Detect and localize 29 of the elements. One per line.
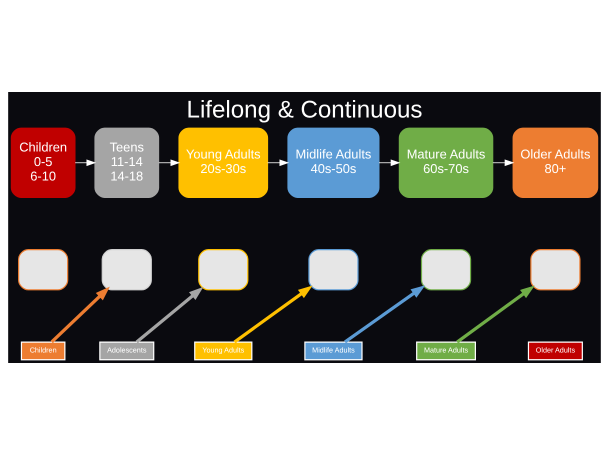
arrow (158, 158, 180, 166)
arrow (456, 285, 535, 343)
node-box (102, 248, 152, 290)
arrow (74, 158, 96, 166)
arrow (344, 284, 426, 343)
arrow (267, 158, 290, 166)
node-box: Older Adults (528, 340, 583, 360)
node-box (420, 248, 472, 290)
arrow (136, 286, 204, 343)
arrow (234, 285, 313, 343)
diagram-title: Lifelong & Continuous (186, 96, 422, 124)
node-box: Children 0-5 6-10 (10, 127, 76, 198)
arrow (50, 286, 110, 343)
node-box: Midlife Adults (304, 340, 363, 360)
node-box (530, 248, 581, 290)
node-box (308, 248, 359, 290)
arrow (492, 158, 514, 166)
node-box: Older Adults 80+ (512, 127, 598, 198)
node-box: Midlife Adults 40s-50s (287, 127, 380, 198)
node-box: Children (20, 340, 66, 360)
arrow (378, 158, 400, 166)
node-box: Young Adults 20s-30s (178, 127, 268, 198)
node-box: Mature Adults (416, 340, 476, 360)
node-box: Young Adults (194, 340, 252, 360)
node-box: Adolescents (99, 340, 154, 360)
node-box (198, 248, 248, 290)
node-box: Mature Adults 60s-70s (398, 127, 494, 198)
node-box (18, 248, 68, 290)
node-box: Teens 11-14 14-18 (94, 127, 160, 198)
